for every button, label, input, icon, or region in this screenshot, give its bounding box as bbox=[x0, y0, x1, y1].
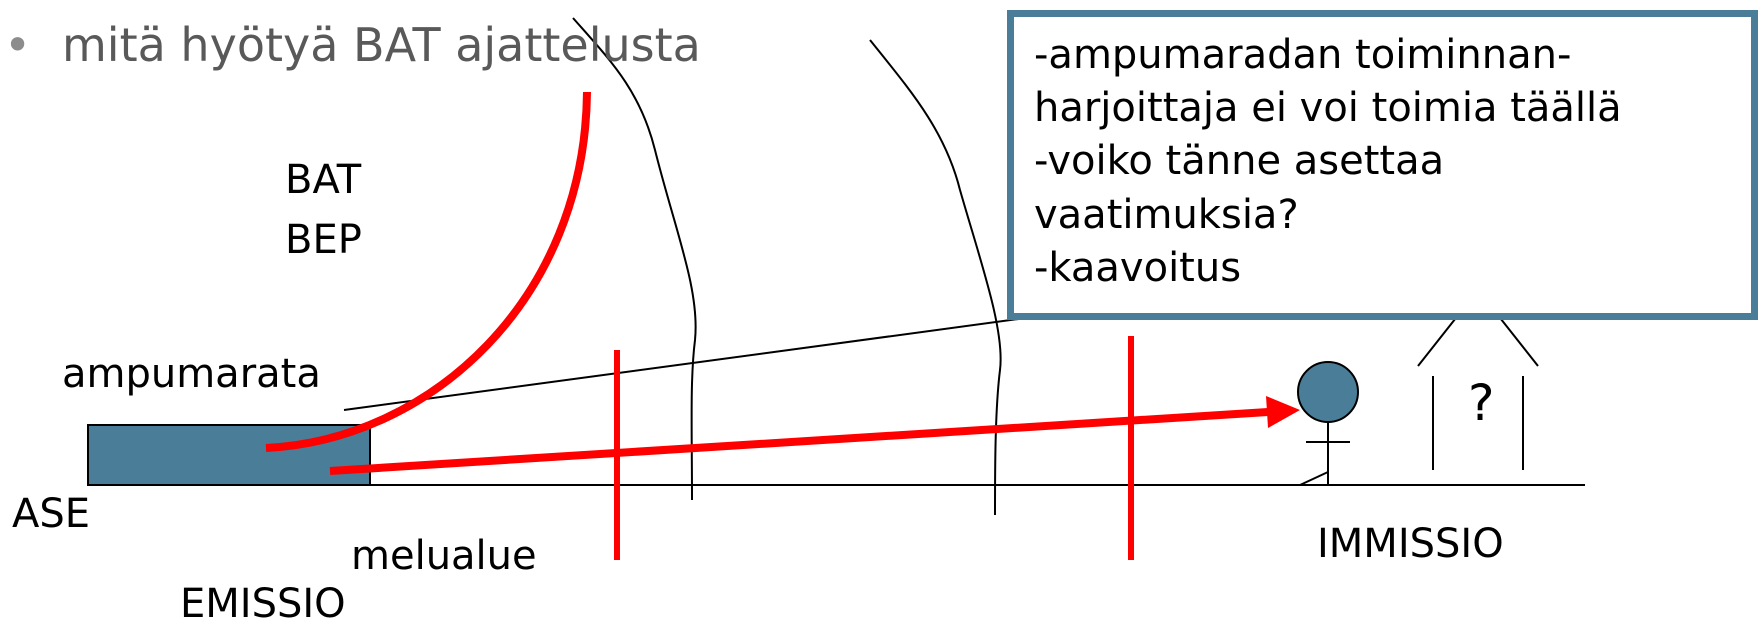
bat-boundary-curve bbox=[265, 91, 591, 452]
emission-immission-arrow bbox=[329, 408, 1269, 475]
callout-line-5: -kaavoitus bbox=[1034, 244, 1242, 291]
noise-contour-line-1 bbox=[572, 17, 697, 501]
bullet-text: mitä hyötyä BAT ajattelusta bbox=[62, 18, 701, 72]
label-bat: BAT bbox=[285, 157, 362, 203]
callout-line-3: -voiko tänne asettaa bbox=[1034, 138, 1445, 185]
callout-line-1: -ampumaradan toiminnan- bbox=[1034, 32, 1572, 78]
person-leg bbox=[1299, 471, 1329, 486]
callout-line-4: vaatimuksia? bbox=[1034, 191, 1299, 238]
person-head-icon bbox=[1297, 361, 1359, 423]
label-ase: ASE bbox=[12, 491, 91, 537]
label-melualue: melualue bbox=[351, 533, 537, 579]
label-emissio: EMISSIO bbox=[180, 581, 346, 626]
shooting-range-box bbox=[87, 424, 371, 486]
callout-box: -ampumaradan toiminnan- harjoittaja ei v… bbox=[1007, 10, 1758, 320]
label-ampumarata: ampumarata bbox=[62, 351, 321, 397]
noise-contour-line-2 bbox=[869, 39, 1002, 516]
callout-line-2: harjoittaja ei voi toimia täällä bbox=[1034, 85, 1622, 132]
slide-bullet: • mitä hyötyä BAT ajattelusta bbox=[4, 18, 701, 72]
house-question-mark: ? bbox=[1468, 374, 1495, 432]
bullet-marker: • bbox=[4, 18, 32, 72]
label-immissio: IMMISSIO bbox=[1317, 521, 1504, 567]
emission-immission-arrowhead bbox=[1266, 396, 1300, 428]
label-bep: BEP bbox=[285, 217, 362, 263]
